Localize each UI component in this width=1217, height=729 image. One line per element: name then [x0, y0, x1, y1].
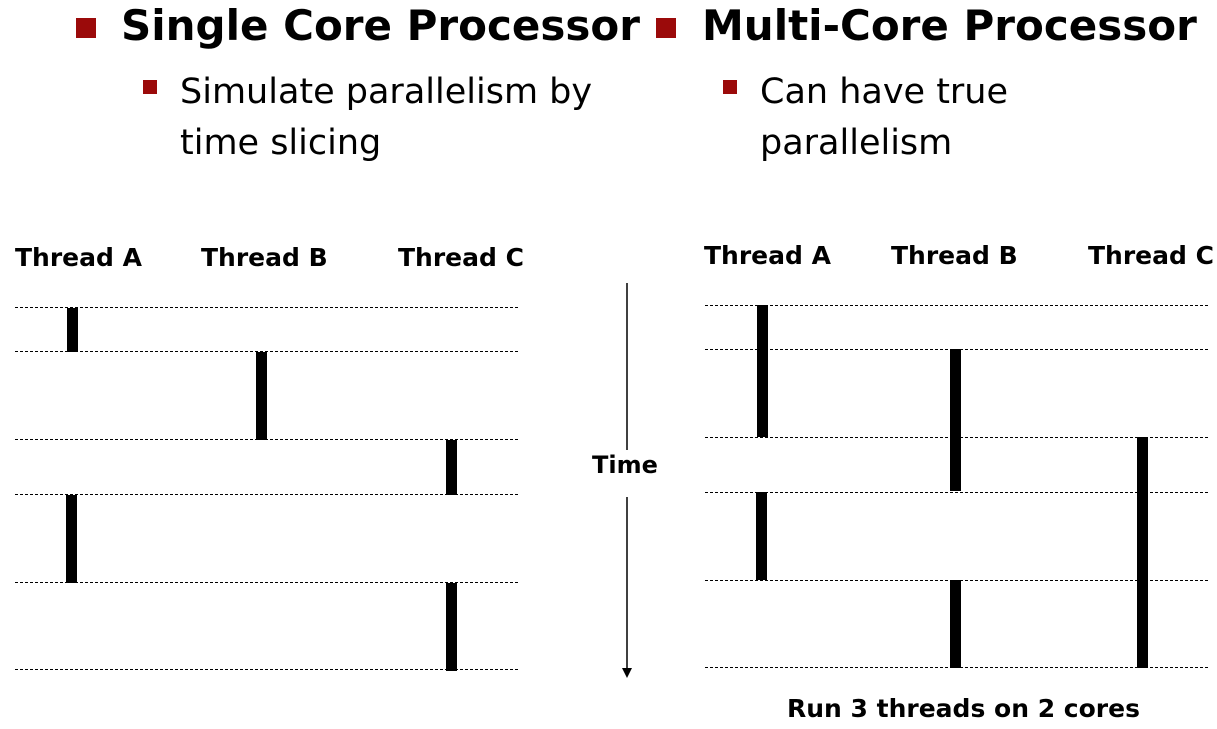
- thread-b-run-bar: [256, 352, 267, 440]
- time-slice-boundary: [705, 305, 1208, 306]
- thread-b-run-bar: [950, 580, 961, 668]
- subpoint-bullet-left: [143, 80, 157, 94]
- time-slice-boundary: [15, 307, 518, 308]
- time-slice-boundary: [15, 351, 518, 352]
- time-slice-boundary: [15, 494, 518, 495]
- thread-a-run-bar: [756, 492, 767, 580]
- time-slice-boundary: [15, 582, 518, 583]
- multi-core-thread-b-label: Thread B: [891, 241, 1018, 270]
- multi-core-thread-c-label: Thread C: [1088, 241, 1214, 270]
- thread-c-run-bar: [446, 583, 457, 671]
- subpoint-bullet-right: [723, 80, 737, 94]
- single-core-heading: Single Core Processor: [121, 1, 640, 50]
- multi-core-thread-a-label: Thread A: [704, 241, 831, 270]
- time-axis-label: Time: [592, 451, 658, 479]
- multi-core-subpoint-line1: Can have true: [760, 72, 1009, 112]
- thread-b-run-bar: [950, 349, 961, 491]
- heading-bullet-left: [76, 18, 96, 38]
- multi-core-caption: Run 3 threads on 2 cores: [787, 694, 1140, 723]
- single-core-thread-a-label: Thread A: [15, 243, 142, 272]
- time-slice-boundary: [15, 669, 518, 670]
- thread-c-run-bar: [1137, 437, 1148, 668]
- thread-a-run-bar: [67, 308, 78, 352]
- multi-core-subpoint-line2: parallelism: [760, 123, 953, 163]
- multi-core-heading: Multi-Core Processor: [702, 1, 1197, 50]
- heading-bullet-right: [656, 18, 676, 38]
- single-core-thread-b-label: Thread B: [201, 243, 328, 272]
- thread-a-run-bar: [66, 495, 77, 583]
- single-core-subpoint-line2: time slicing: [180, 123, 382, 163]
- time-slice-boundary: [705, 492, 1208, 493]
- time-arrow-line: [622, 283, 632, 678]
- single-core-subpoint-line1: Simulate parallelism by: [180, 72, 593, 112]
- thread-a-run-bar: [757, 305, 768, 437]
- single-core-thread-c-label: Thread C: [398, 243, 524, 272]
- thread-c-run-bar: [446, 440, 457, 495]
